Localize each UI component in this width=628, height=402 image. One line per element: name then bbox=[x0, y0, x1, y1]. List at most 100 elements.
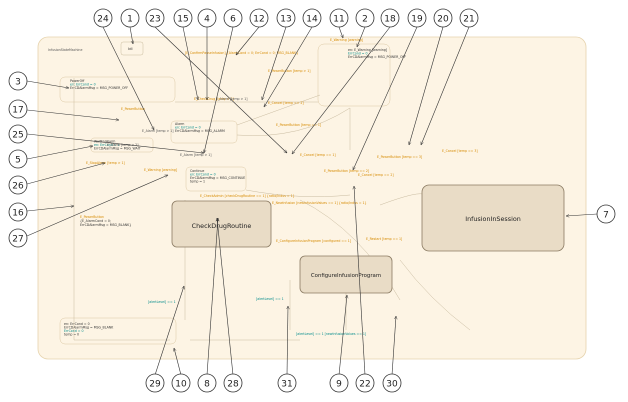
edge-label-e26: E_StopAlarm [temp > 1] bbox=[86, 161, 125, 165]
substate-alarm-t3: ErrCDAlarmMsg = MSG_ALARM bbox=[175, 129, 225, 133]
callout-26: 26 bbox=[8, 175, 28, 195]
callout-31: 31 bbox=[277, 373, 297, 393]
svg-text:7: 7 bbox=[603, 211, 609, 221]
state-infusion-in-session-label: InfusionInSession bbox=[465, 215, 521, 223]
edge-label-e27: E_Warning [warning] bbox=[144, 168, 177, 172]
callout-leaders bbox=[26, 26, 598, 376]
substate-continue-t2: en: ErrCond = 0 bbox=[190, 173, 216, 177]
svg-text:28: 28 bbox=[227, 380, 239, 390]
substate-continue-t4: temp = 1 bbox=[190, 180, 205, 184]
callout-8: 8 bbox=[197, 373, 217, 393]
callout-6: 6 bbox=[223, 8, 243, 28]
svg-text:5: 5 bbox=[15, 156, 21, 166]
chart-frame bbox=[37, 36, 587, 360]
callout-12: 12 bbox=[249, 8, 269, 28]
edge-label-e25: E_Alarm [temp > 2] bbox=[107, 143, 139, 147]
edge-label-e6: E_Alarm [temp > 1] bbox=[180, 153, 212, 157]
substate-wait-t2: en: ErrCond = 1 bbox=[94, 143, 120, 147]
callout-17: 17 bbox=[8, 99, 28, 119]
svg-text:27: 27 bbox=[12, 235, 23, 245]
substate-poweroff-t3: ErrCDAlarmMsg = MSG_POWER_OFF bbox=[70, 86, 128, 90]
edge-label-e14: E_Cancel [temp == 2] bbox=[268, 101, 304, 105]
state-check-drug-routine[interactable] bbox=[171, 200, 272, 248]
edge-labels: [E_ConfirmPauseInfusion] {AlarmCond = 0;… bbox=[80, 38, 478, 336]
state-configure-infusion-program-label: ConfigureInfusionProgram bbox=[311, 273, 381, 279]
substate-bottomleft-t4: temp = 0 bbox=[64, 333, 79, 337]
edge-label-e17: E_PowerButton bbox=[121, 107, 145, 111]
svg-text:24: 24 bbox=[97, 15, 109, 25]
edge-label-check2: E_NewInfusion [newInfusionValues == 1] {… bbox=[272, 201, 367, 205]
edge-label-e11: E_Warning [warning] bbox=[330, 38, 363, 42]
svg-text:11: 11 bbox=[333, 15, 344, 25]
edge-label-e16b: {E_AlarmCond = 0; bbox=[80, 219, 111, 223]
edge-label-e13: E_PowerButton [temp > 1] bbox=[268, 69, 311, 73]
substate-alarm-t2: en: ErrCond = 0 bbox=[175, 126, 201, 130]
svg-text:2: 2 bbox=[362, 15, 368, 25]
substate-alarm-t1: Alarm bbox=[175, 122, 184, 126]
edge-label-e16: E_PowerButton bbox=[80, 215, 104, 219]
state-check-drug-routine-label: CheckDrugRoutine bbox=[192, 222, 252, 230]
svg-text:19: 19 bbox=[411, 15, 423, 25]
callout-4: 4 bbox=[197, 8, 217, 28]
svg-text:12: 12 bbox=[253, 15, 264, 25]
callout-15: 15 bbox=[173, 8, 193, 28]
svg-text:22: 22 bbox=[359, 380, 370, 390]
svg-text:17: 17 bbox=[12, 106, 23, 116]
callout-3: 3 bbox=[8, 71, 28, 91]
substate-continue bbox=[185, 166, 247, 192]
substate-poweroff-t2: en: ErrCond = 0 bbox=[70, 83, 96, 87]
substate-continue-t3: ErrCDAlarmMsg = MSG_CONTINUE bbox=[190, 176, 245, 180]
substate-wait-t1: WaitForAlarm bbox=[94, 140, 115, 144]
callout-13: 13 bbox=[276, 8, 296, 28]
svg-text:21: 21 bbox=[463, 15, 474, 25]
substate-poweroff-t1: PowerOff bbox=[70, 79, 85, 83]
svg-text:6: 6 bbox=[230, 15, 236, 25]
state-infusion-in-session[interactable] bbox=[421, 184, 565, 252]
callout-23: 23 bbox=[145, 8, 165, 28]
callout-9: 9 bbox=[329, 373, 349, 393]
substate-wait bbox=[90, 137, 154, 153]
edge-label-e19: E_PowerButton [temp == 2] bbox=[324, 169, 369, 173]
state-configure-infusion-program[interactable] bbox=[299, 255, 393, 294]
svg-text:13: 13 bbox=[280, 15, 291, 25]
svg-text:10: 10 bbox=[175, 380, 187, 390]
callout-30: 30 bbox=[382, 373, 402, 393]
callout-10: 10 bbox=[171, 373, 191, 393]
svg-text:18: 18 bbox=[384, 15, 396, 25]
substate-topright bbox=[317, 43, 391, 107]
edge-label-e15: E_CheckDrug [temp > 1] bbox=[194, 97, 234, 101]
substate-bottomleft bbox=[59, 317, 177, 345]
edge-label-e12: [E_ConfirmPauseInfusion] {AlarmCond = 0;… bbox=[185, 51, 298, 55]
edge-label-e24: E_Alarm [temp > 1] bbox=[142, 129, 174, 133]
callout-1: 1 bbox=[120, 8, 140, 28]
edge-label-e23: E_Cancel [temp == 1] bbox=[300, 153, 336, 157]
svg-text:23: 23 bbox=[149, 15, 160, 25]
callout-circles: 24 1 23 15 4 6 12 13 14 11 2 18 19 20 21… bbox=[8, 8, 616, 393]
callout-19: 19 bbox=[407, 8, 427, 28]
svg-text:4: 4 bbox=[204, 15, 210, 25]
substate-poweroff bbox=[59, 76, 176, 103]
edge-label-e4: E_Alarm [temp > 1] bbox=[216, 97, 248, 101]
edge-label-e20: E_PowerButton [temp == 3] bbox=[377, 155, 422, 159]
substate-continue-t1: Continue bbox=[190, 169, 204, 173]
svg-text:31: 31 bbox=[281, 380, 292, 390]
svg-text:26: 26 bbox=[12, 182, 24, 192]
svg-text:20: 20 bbox=[437, 15, 449, 25]
chart-title: InfusionStateMachine bbox=[48, 48, 82, 52]
edge-label-restart: E_Restart [temp == 1] bbox=[366, 237, 402, 241]
svg-text:16: 16 bbox=[12, 209, 24, 219]
svg-text:1: 1 bbox=[127, 15, 133, 25]
callout-21: 21 bbox=[459, 8, 479, 28]
svg-text:3: 3 bbox=[15, 78, 21, 88]
idle-tag-label: Idl bbox=[128, 46, 133, 51]
callout-27: 27 bbox=[8, 228, 28, 248]
substate-bottomleft-t2: ErrCDAlarmMsg = MSG_BLANK bbox=[64, 326, 114, 330]
edge-label-config: E_ConfigureInfusionProgram [configured =… bbox=[276, 239, 351, 243]
edge-label-e31: [alertLevel] == 1 bbox=[256, 297, 284, 301]
substate-wait-t3: ErrCDAlarmMsg = MSG_WAIT bbox=[94, 147, 141, 151]
callout-20: 20 bbox=[433, 8, 453, 28]
edge-label-check1: E_CheckAdmin [checkDrugRoutine == 1] {ra… bbox=[200, 194, 295, 198]
edge-label-e21: E_Cancel [temp == 3] bbox=[442, 149, 478, 153]
callout-18: 18 bbox=[380, 8, 400, 28]
substate-topright-t1: en: E_Warning [warning] bbox=[348, 48, 387, 52]
